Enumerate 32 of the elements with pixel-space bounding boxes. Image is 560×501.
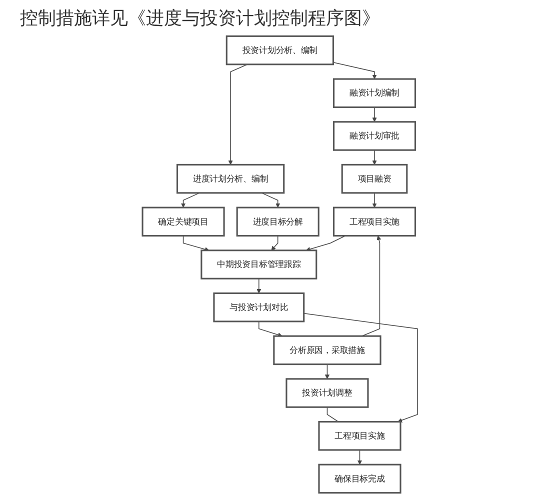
node-box: 投资计划分析、编制 [226,35,334,66]
arrow [306,235,346,252]
node-box: 确保目标完成 [318,464,402,494]
arrow [228,64,248,165]
arrow [271,235,278,251]
node-box: 进度目标分解 [236,206,320,237]
arrow [324,364,330,380]
node-box: 分析原因，采取措施 [273,335,382,366]
node-box: 与投资计划对比 [213,292,305,322]
arrow [182,235,210,252]
arrow [372,106,377,122]
node-box: 工程项目实施 [318,420,402,451]
arrow [361,236,382,336]
arrow [256,278,262,294]
node-box: 确定关键项目 [142,206,225,237]
arrow [180,192,200,208]
node-box: 工程项目实施 [332,206,416,237]
arrow [332,62,377,80]
arrow [372,192,377,208]
node-box: 进度计划分析、编制 [176,164,285,194]
arrow [357,450,362,465]
arrow [261,192,280,208]
diagram-title: 控制措施详见《进度与投资计划控制程序图》 [19,7,381,31]
arrow [303,313,418,422]
node-box: 项目融资 [341,164,408,194]
node-box: 中期投资目标管理跟踪 [200,250,318,280]
node-box: 投资计划调整 [286,378,369,408]
arrow [372,150,377,165]
arrow [258,321,282,338]
node-box: 融资计划审批 [332,121,416,151]
node-box: 融资计划编制 [332,78,416,108]
connector [326,406,339,422]
